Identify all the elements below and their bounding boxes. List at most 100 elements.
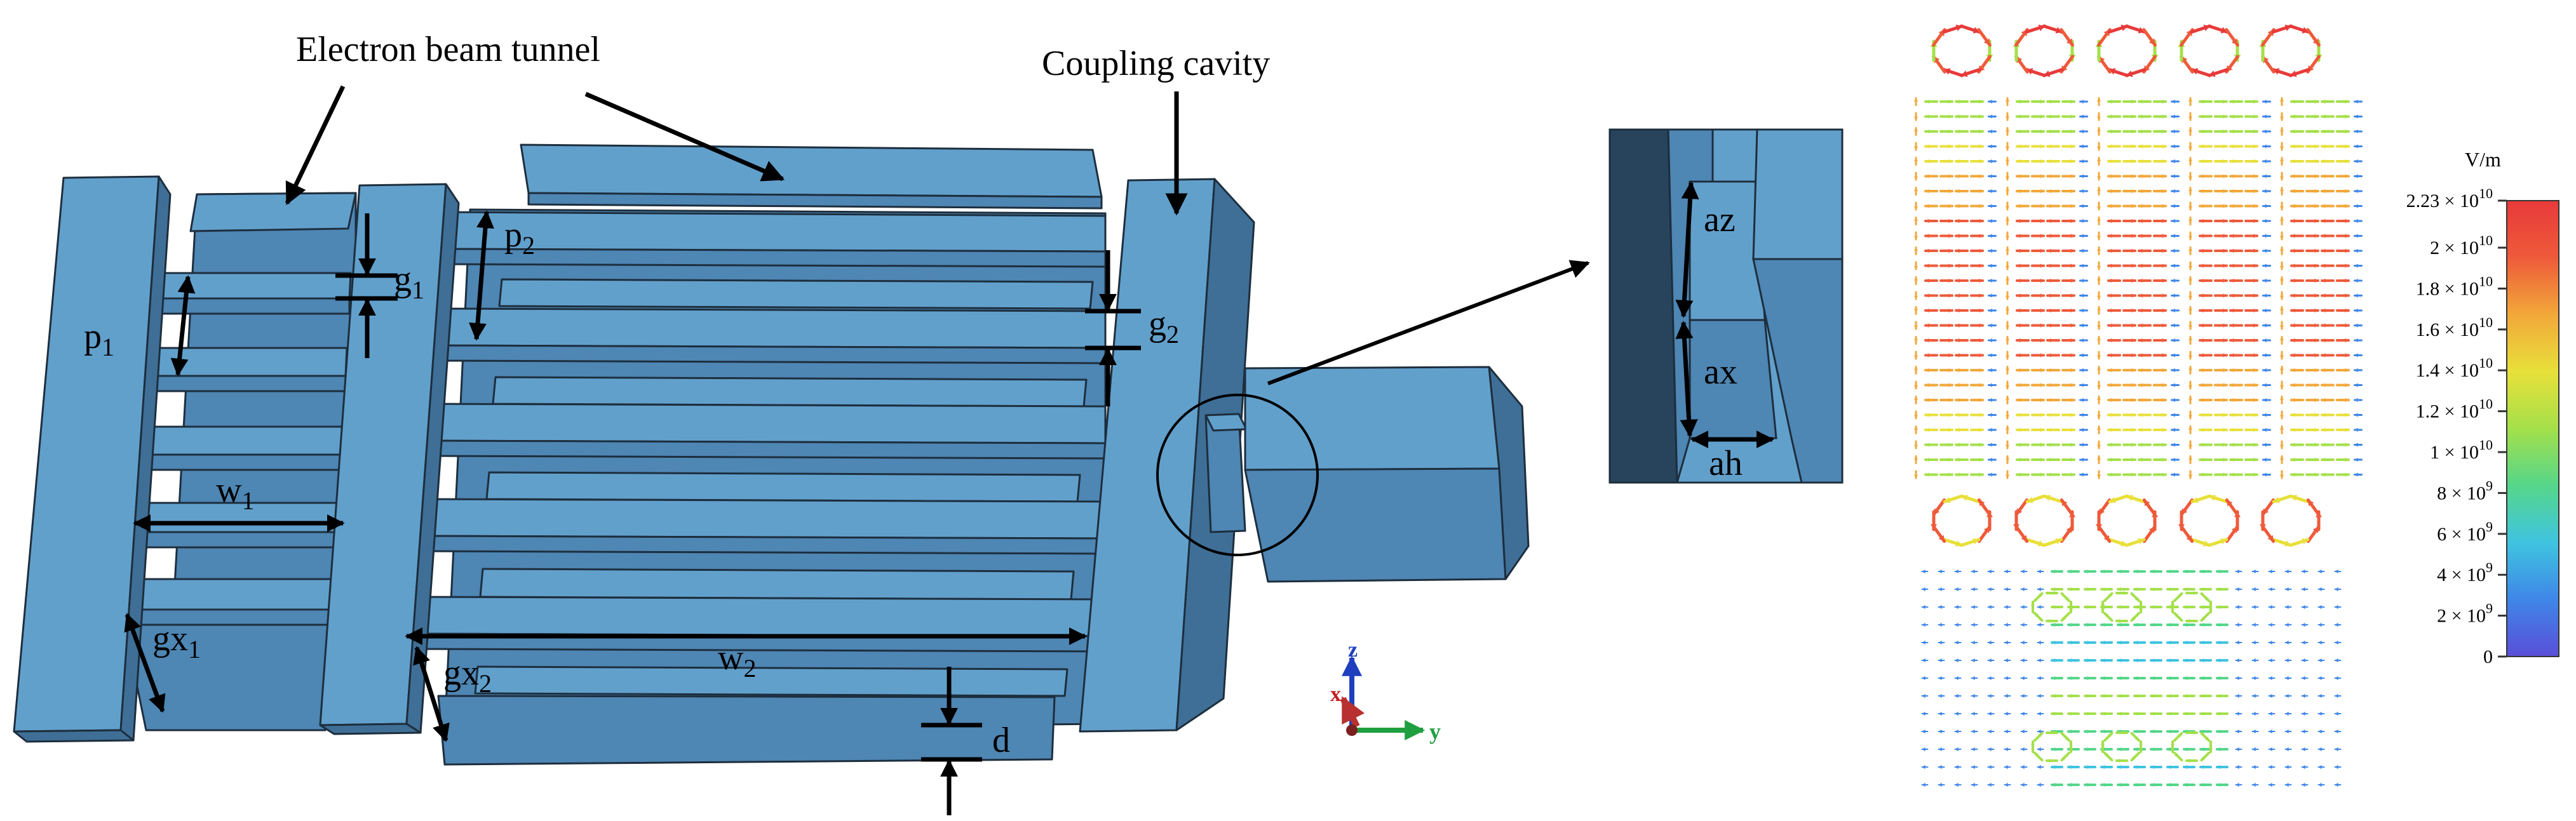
field-vector-head xyxy=(2322,204,2326,208)
field-vector-head xyxy=(2314,174,2318,178)
field-vector-head xyxy=(2291,248,2295,253)
field-vector-head xyxy=(1979,500,1985,507)
field-vector-head xyxy=(2235,711,2239,716)
field-vector-head xyxy=(1922,622,1925,627)
field-vector-head xyxy=(2085,658,2089,663)
top-back-vane xyxy=(520,144,1103,198)
field-vector-head xyxy=(2108,114,2112,119)
field-vector-head xyxy=(2017,383,2021,387)
left-vane-4-front xyxy=(131,531,339,549)
field-vector-head xyxy=(1913,116,1919,120)
field-vector-head xyxy=(1988,782,1992,787)
field-vector-head xyxy=(2200,144,2204,149)
field-vector-head xyxy=(2253,248,2257,253)
field-vector-head xyxy=(2037,569,2041,574)
field-vector-head xyxy=(2279,325,2284,329)
field-vector-head xyxy=(2131,472,2135,477)
field-vector-head xyxy=(2162,248,2166,253)
field-vector-head xyxy=(2322,427,2326,432)
field-vector-head xyxy=(2335,569,2338,574)
g2-label: g2 xyxy=(1149,304,1179,349)
field-vector-head xyxy=(2279,396,2284,400)
p2-arrow xyxy=(469,210,494,341)
field-vector-head xyxy=(1913,295,1919,299)
field-vector-head xyxy=(1948,472,1952,477)
field-vector-head xyxy=(2068,569,2072,574)
field-vector-head xyxy=(2096,217,2101,221)
field-vector-head xyxy=(2230,159,2234,164)
field-vector-head xyxy=(1925,443,1929,447)
field-vector-head xyxy=(2005,366,2010,370)
field-vector-head xyxy=(2230,248,2234,253)
field-vector-head xyxy=(2291,278,2295,283)
field-vector-head xyxy=(2354,338,2358,343)
field-vector-head xyxy=(2139,218,2143,224)
output-waveguide xyxy=(1244,366,1530,583)
field-vector-head xyxy=(2279,474,2284,478)
field-vector-head xyxy=(2070,159,2074,164)
field-vector-head xyxy=(2354,427,2358,432)
coupling-port xyxy=(1204,413,1248,533)
field-vector-head xyxy=(2285,747,2289,752)
field-vector-head xyxy=(1956,264,1960,268)
field-vector-head xyxy=(2101,693,2105,698)
field-vector-head xyxy=(2263,397,2267,403)
field-vector-head xyxy=(2263,472,2267,477)
field-vector-head xyxy=(1988,189,1992,194)
field-vector-head xyxy=(1971,693,1975,698)
field-vector-head xyxy=(1913,146,1919,150)
field-vector-head xyxy=(2322,383,2326,387)
right-vane-4-front xyxy=(419,535,1107,555)
field-vector-head xyxy=(2131,189,2135,194)
field-vector-head xyxy=(2047,397,2051,403)
field-vector-head xyxy=(1988,658,1992,663)
field-vector-head xyxy=(2004,622,2008,627)
field-vector-head xyxy=(2302,622,2305,627)
field-vector-head xyxy=(1956,443,1960,447)
field-vector-head xyxy=(2070,174,2074,178)
field-vector-head xyxy=(2322,189,2326,194)
field-vector-head xyxy=(1948,338,1952,343)
field-vector-head xyxy=(2055,27,2062,34)
field-vector-head xyxy=(1938,535,1945,542)
field-vector-head xyxy=(2322,159,2326,164)
field-vector-head xyxy=(2040,413,2044,417)
field-vector-head xyxy=(1956,308,1960,313)
field-vector-head xyxy=(2335,658,2338,663)
field-vector-head xyxy=(2314,278,2318,283)
field-vector-head xyxy=(2252,640,2256,645)
field-vector-head xyxy=(2047,99,2051,104)
field-vector-head xyxy=(2037,640,2041,645)
middle-post-bottom xyxy=(319,723,422,735)
field-vector-head xyxy=(1988,323,1992,328)
field-vector-head xyxy=(2269,622,2272,627)
field-vector-head xyxy=(2017,278,2021,283)
right-vane-1-lower xyxy=(498,278,1094,310)
field-vector-head xyxy=(2285,640,2289,645)
field-vector-head xyxy=(2096,426,2101,430)
gx1-label: gx1 xyxy=(152,619,201,664)
field-vector-head xyxy=(2040,129,2044,134)
field-vector-head xyxy=(2230,189,2234,194)
field-vector-head xyxy=(2314,427,2318,432)
field-vector-head xyxy=(2151,711,2155,716)
field-vector-head xyxy=(2017,144,2021,149)
field-vector-head xyxy=(2123,591,2127,596)
field-vector-head xyxy=(2201,622,2204,627)
field-vector-head xyxy=(2188,98,2193,102)
field-vector-head xyxy=(2108,457,2112,462)
field-vector-head xyxy=(2230,234,2234,238)
field-vector-head xyxy=(2354,368,2358,373)
field-vector-head xyxy=(2253,144,2257,149)
field-vector-head xyxy=(2052,693,2056,698)
field-vector-head xyxy=(2131,114,2135,119)
field-vector-head xyxy=(2134,658,2138,663)
field-vector-head xyxy=(1956,397,1960,403)
field-vector-head xyxy=(2223,189,2227,194)
field-vector-head xyxy=(2080,323,2084,328)
field-vector-head xyxy=(2047,443,2051,447)
field-vector-head xyxy=(2335,587,2338,592)
field-vector-head xyxy=(2047,264,2051,268)
field-vector-head xyxy=(2252,711,2256,716)
field-vector-head xyxy=(2253,323,2257,328)
